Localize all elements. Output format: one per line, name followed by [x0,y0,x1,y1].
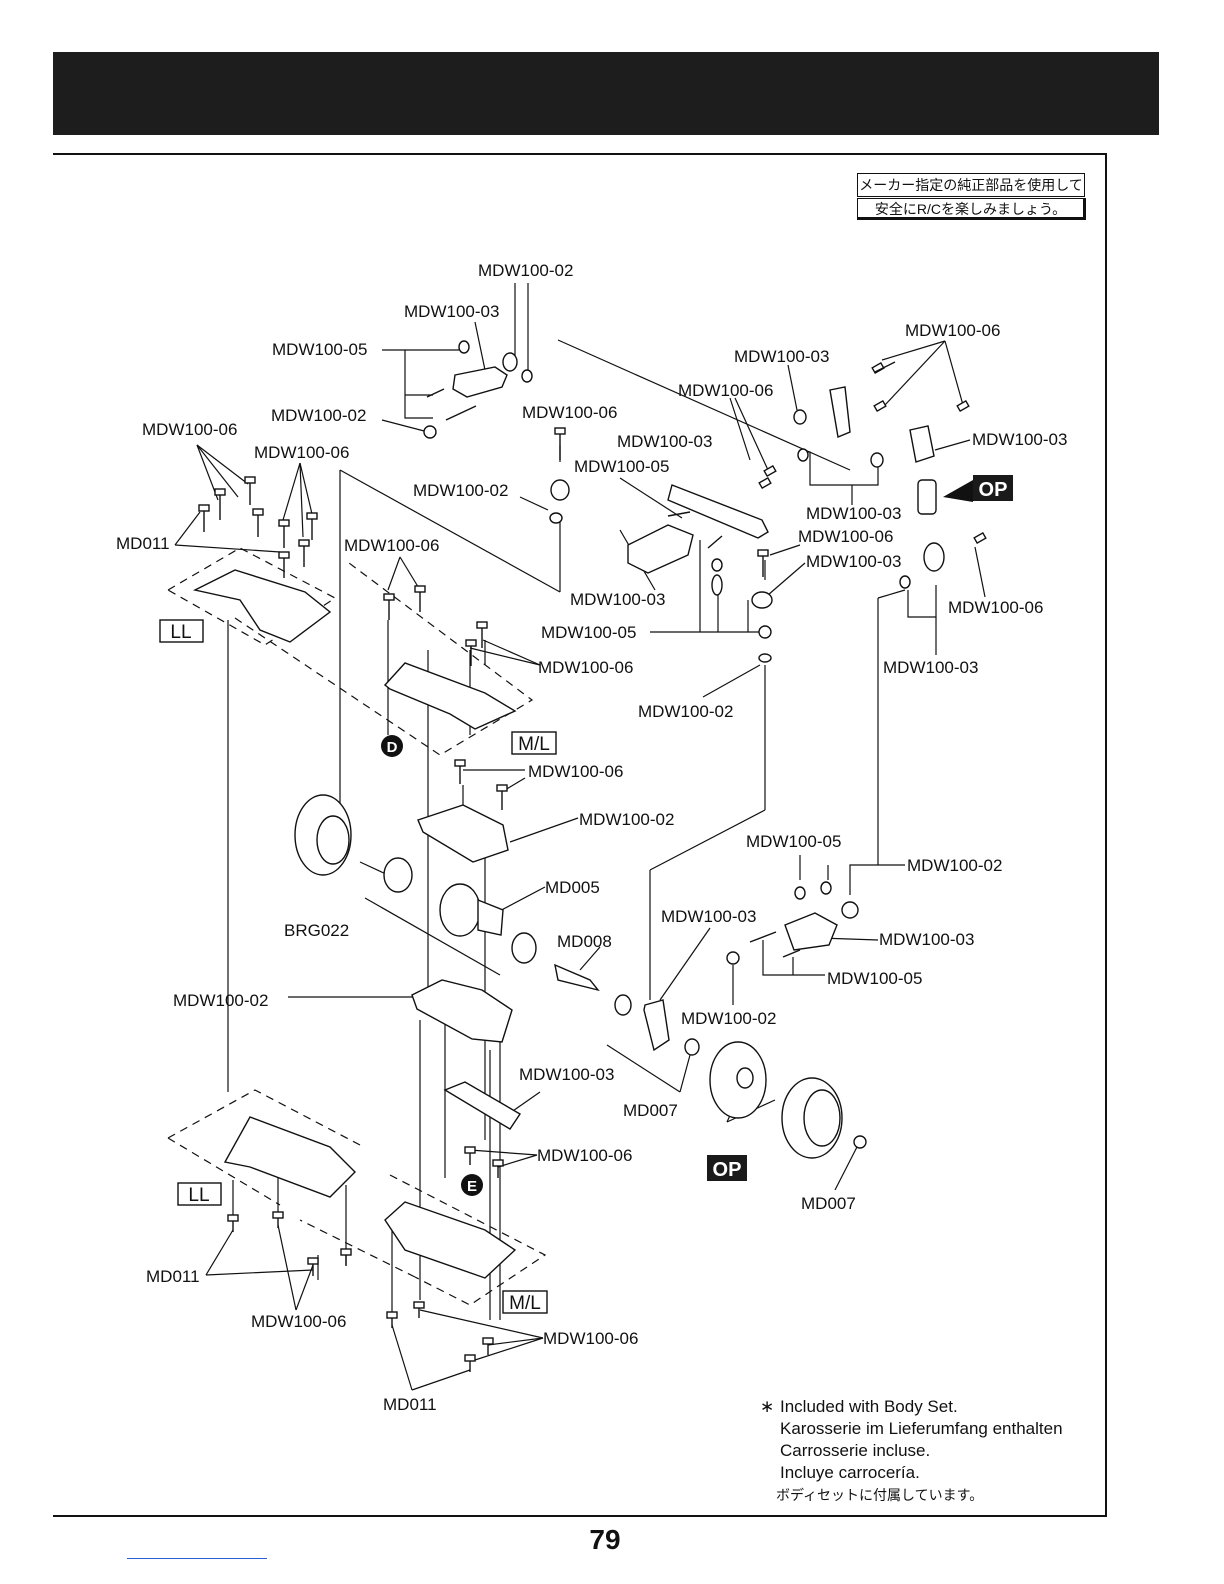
label-mdw100-02-h: MDW100-02 [681,1009,776,1028]
label-mdw100-03-i: MDW100-03 [661,907,756,926]
lower-arm-part [443,1081,521,1130]
hub-carrier-part [643,999,670,1052]
screw-parts [198,361,987,1372]
label-mdw100-06-l: MDW100-06 [251,1312,346,1331]
label-mdw100-05-b: MDW100-05 [574,457,669,476]
label-mdw100-06-i: MDW100-06 [538,658,633,677]
note-line-en: Included with Body Set. [780,1397,958,1416]
label-md011-a: MD011 [116,534,170,553]
upper-ml-plate [383,662,517,730]
bearing-brg022 [383,857,413,893]
label-mdw100-02-c: MDW100-02 [413,481,508,500]
label-mdw100-05-c: MDW100-05 [541,623,636,642]
lower-ml-plate [384,1201,517,1279]
note-line-de: Karosserie im Lieferumfang enthalten [780,1419,1063,1438]
genuine-parts-notice: メーカー指定の純正部品を使用して 安全にR/Cを楽しみましょう。 [857,173,1086,223]
label-mdw100-03-e: MDW100-03 [806,504,901,523]
pinion-md008 [554,963,600,992]
label-md005: MD005 [545,878,600,897]
boxed-tags: LL M/L LL M/L [159,619,557,1314]
shock-tower-part [667,484,769,539]
part-drawings [192,340,987,1372]
label-mdw100-03-b: MDW100-03 [734,347,829,366]
diff-housing-part [411,979,513,1043]
step-markers: D E [381,735,483,1196]
op-badge-wheel: OP [713,1159,742,1181]
label-mdw100-03-g: MDW100-03 [570,590,665,609]
label-mdw100-03-d: MDW100-03 [972,430,1067,449]
upper-arm-part [452,366,508,398]
label-mdw100-03-h: MDW100-03 [883,658,978,677]
label-mdw100-05-a: MDW100-05 [272,340,367,359]
setscrew-part [458,340,470,354]
label-mdw100-03-k: MDW100-03 [519,1065,614,1084]
step-marker-e: E [467,1178,477,1195]
label-md007-a: MD007 [623,1101,678,1120]
rear-arm-part [784,912,838,951]
label-mdw100-06-g: MDW100-06 [798,527,893,546]
shock-damper-part [829,386,851,438]
tag-ll-lower: LL [188,1185,209,1206]
label-mdw100-06-e: MDW100-06 [905,321,1000,340]
label-mdw100-03-a: MDW100-03 [404,302,499,321]
notice-line-1: メーカー指定の純正部品を使用して [857,173,1085,197]
part-labels: MDW100-02 MDW100-03 MDW100-05 MDW100-02 … [116,261,1067,1414]
op-badge-spring: OP [979,479,1008,501]
tag-ml-upper: M/L [518,734,550,755]
step-marker-d: D [387,739,398,756]
label-mdw100-06-b: MDW100-06 [254,443,349,462]
label-mdw100-02-g: MDW100-02 [173,991,268,1010]
label-brg022: BRG022 [284,921,349,940]
spring-part [917,479,937,515]
label-md011-b: MD011 [146,1267,200,1286]
differential-md005 [439,883,481,937]
label-mdw100-06-d: MDW100-06 [344,536,439,555]
label-mdw100-02-f: MDW100-02 [907,856,1002,875]
page-number: 79 [589,1524,621,1555]
lower-chassis-plate [223,1116,356,1198]
tag-ml-lower: M/L [509,1293,541,1314]
label-mdw100-02-d: MDW100-02 [638,702,733,721]
bottom-link-underline[interactable] [127,1558,267,1559]
label-mdw100-06-m: MDW100-06 [543,1329,638,1348]
label-mdw100-06-j: MDW100-06 [528,762,623,781]
label-md007-b: MD007 [801,1194,856,1213]
label-md011-c: MD011 [383,1395,437,1414]
upper-chassis-plate [192,569,332,643]
label-mdw100-03-f: MDW100-03 [806,552,901,571]
note-line-jp: ボディセットに付属しています。 [776,1487,984,1503]
header-bar [53,52,1159,135]
note-line-es: Incluye carrocería. [780,1463,920,1482]
frame-bottom-rule [53,1515,1107,1517]
label-md008: MD008 [557,932,612,951]
leader-lines [167,283,986,1391]
asterisk-icon: ∗ [760,1397,775,1416]
label-mdw100-03-j: MDW100-03 [879,930,974,949]
note-line-fr: Carrosserie incluse. [780,1441,931,1460]
label-mdw100-03-c: MDW100-03 [617,432,712,451]
knuckle-part [627,524,694,574]
frame-top-rule [53,153,1107,155]
label-mdw100-02-b: MDW100-02 [271,406,366,425]
label-mdw100-06-f: MDW100-06 [678,381,773,400]
mid-bracket-part [417,804,509,863]
option-badges: OP OP [707,475,1013,1181]
label-mdw100-02-e: MDW100-02 [579,810,674,829]
label-mdw100-06-c: MDW100-06 [522,403,617,422]
label-mdw100-05-e: MDW100-05 [827,969,922,988]
label-mdw100-06-k: MDW100-06 [537,1146,632,1165]
label-mdw100-02-a: MDW100-02 [478,261,573,280]
label-mdw100-06-h: MDW100-06 [948,598,1043,617]
frame-right-rule [1105,153,1107,1517]
tag-ll-upper: LL [170,622,191,643]
label-mdw100-06-a: MDW100-06 [142,420,237,439]
notice-line-2: 安全にR/Cを楽しみましょう。 [857,198,1086,220]
label-mdw100-05-d: MDW100-05 [746,832,841,851]
